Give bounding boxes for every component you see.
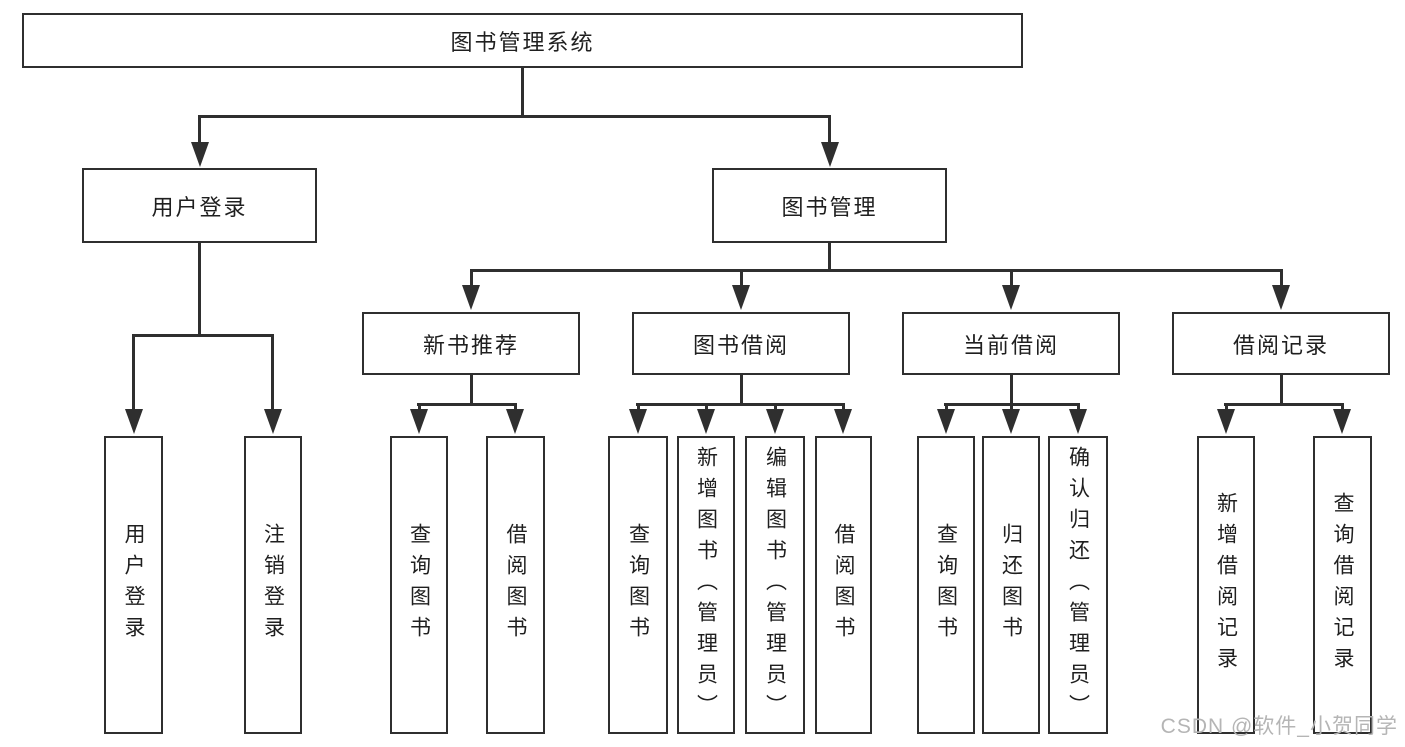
connector-line [705,403,708,413]
leaf-user-login: 用户登录 [104,436,163,734]
connector-line [828,243,831,272]
leaf-return-books: 归还图书 [982,436,1040,734]
node-root: 图书管理系统 [22,13,1023,68]
leaf-logout: 注销登录 [244,436,302,734]
node-book-management-label: 图书管理 [781,194,878,220]
leaf-add-borrow-record: 新增借阅记录 [1197,436,1255,734]
connector-line [1280,375,1283,406]
connector-line [945,403,948,413]
connector-line [198,243,201,337]
node-root-label: 图书管理系统 [450,29,595,55]
node-new-book-recommend: 新书推荐 [362,312,580,375]
leaf-query-books-recommend-label: 查询图书 [407,523,431,647]
leaf-add-books-admin: 新增图书（管理员） [677,436,735,734]
connector-line [514,403,517,413]
connector-line [198,115,831,118]
connector-line [1225,403,1228,413]
arrow-down-icon [697,409,715,434]
leaf-borrow-books-recommend-label: 借阅图书 [504,523,527,647]
arrow-down-icon [1333,409,1351,434]
connector-line [842,403,845,413]
connector-line [470,269,473,289]
node-book-borrow: 图书借阅 [632,312,850,375]
connector-line [1224,403,1344,406]
arrow-down-icon [462,285,480,310]
leaf-query-books-current-label: 查询图书 [934,523,958,647]
connector-line [521,68,524,118]
arrow-down-icon [766,409,784,434]
connector-line [774,403,777,413]
connector-line [1010,269,1013,289]
leaf-add-borrow-record-label: 新增借阅记录 [1214,492,1238,678]
connector-line [740,375,743,406]
connector-line [132,334,135,412]
arrow-down-icon [732,285,750,310]
leaf-borrow-books-borrow-label: 借阅图书 [832,523,855,647]
arrow-down-icon [264,409,282,434]
leaf-query-borrow-record: 查询借阅记录 [1313,436,1372,734]
node-current-borrow: 当前借阅 [902,312,1120,375]
node-current-borrow-label: 当前借阅 [962,332,1059,358]
arrow-down-icon [410,409,428,434]
arrow-down-icon [1002,409,1020,434]
node-borrow-records-label: 借阅记录 [1232,332,1329,358]
node-user-login: 用户登录 [82,168,317,243]
connector-line [470,269,1282,272]
connector-line [1341,403,1344,413]
node-book-borrow-label: 图书借阅 [692,332,789,358]
arrow-down-icon [834,409,852,434]
connector-line [198,115,201,147]
leaf-confirm-return-admin: 确认归还（管理员） [1048,436,1108,734]
connector-line [271,334,274,412]
connector-line [636,403,845,406]
leaf-query-books-current: 查询图书 [917,436,975,734]
arrow-down-icon [937,409,955,434]
connector-line [418,403,421,413]
leaf-query-books-borrow: 查询图书 [608,436,668,734]
leaf-confirm-return-admin-label: 确认归还（管理员） [1066,445,1090,725]
arrow-down-icon [821,142,839,167]
node-new-book-recommend-label: 新书推荐 [422,332,519,358]
connector-line [828,115,831,147]
connector-line [1280,269,1283,289]
leaf-query-books-borrow-label: 查询图书 [626,523,650,647]
leaf-edit-books-admin-label: 编辑图书（管理员） [763,445,787,725]
node-book-management: 图书管理 [712,168,947,243]
csdn-watermark: CSDN @软件_小贺同学 [1160,715,1398,738]
connector-line [1010,403,1013,413]
connector-line [132,334,274,337]
connector-line [1077,403,1080,413]
node-user-login-label: 用户登录 [151,194,248,220]
leaf-add-books-admin-label: 新增图书（管理员） [694,445,718,725]
arrow-down-icon [506,409,524,434]
leaf-borrow-books-recommend: 借阅图书 [486,436,545,734]
node-borrow-records: 借阅记录 [1172,312,1390,375]
leaf-edit-books-admin: 编辑图书（管理员） [745,436,805,734]
arrow-down-icon [629,409,647,434]
arrow-down-icon [1069,409,1087,434]
leaf-query-borrow-record-label: 查询借阅记录 [1331,492,1354,678]
leaf-logout-label: 注销登录 [261,523,285,647]
connector-line [417,403,517,406]
leaf-borrow-books-borrow: 借阅图书 [815,436,872,734]
arrow-down-icon [191,142,209,167]
connector-line [637,403,640,413]
arrow-down-icon [125,409,143,434]
leaf-query-books-recommend: 查询图书 [390,436,448,734]
arrow-down-icon [1272,285,1290,310]
connector-line [740,269,743,289]
leaf-return-books-label: 归还图书 [999,523,1023,647]
arrow-down-icon [1217,409,1235,434]
connector-line [470,375,473,406]
leaf-user-login-label: 用户登录 [122,523,145,647]
arrow-down-icon [1002,285,1020,310]
connector-line [1010,375,1013,406]
